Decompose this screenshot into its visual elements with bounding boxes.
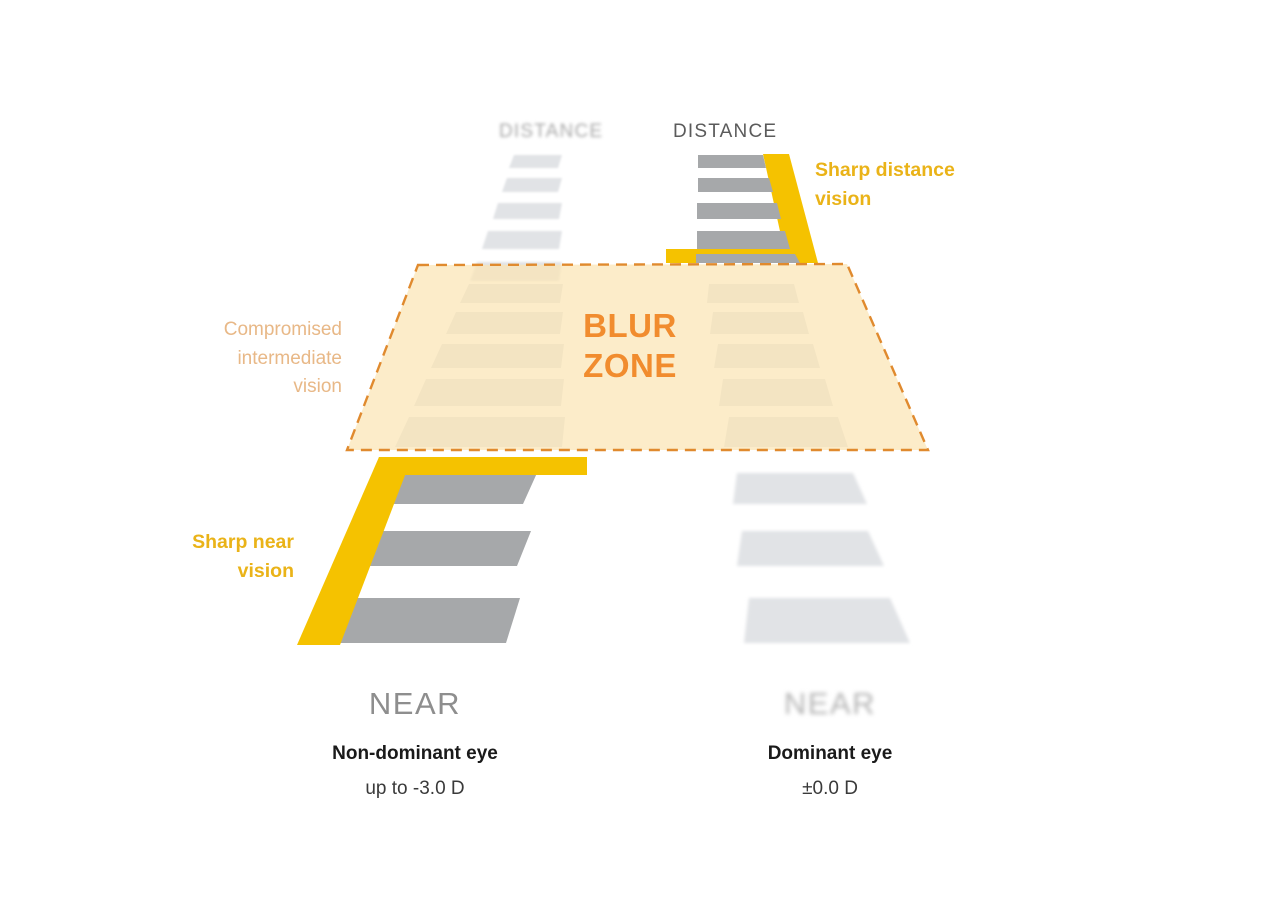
callout-sharp-distance: Sharp distance vision	[815, 156, 1025, 215]
blur-zone-shape	[345, 262, 930, 452]
callout-sharp-near-line1: Sharp near	[192, 531, 294, 553]
callout-compromised-line2: intermediate	[237, 347, 342, 369]
left-road-sharp-near-highlight	[297, 457, 587, 645]
label-blur-zone-line2: ZONE	[583, 347, 677, 385]
caption-right-eye-value: ±0.0 D	[802, 778, 858, 799]
caption-right-eye-title: Dominant eye	[767, 743, 893, 764]
callout-sharp-near-line2: vision	[237, 560, 294, 583]
caption-left-eye-value: up to -3.0 D	[365, 778, 465, 799]
callout-compromised-intermediate: Compromised intermediate vision	[180, 316, 342, 402]
callout-compromised-line3: vision	[293, 376, 342, 397]
left-road-near-stripes	[331, 473, 537, 643]
label-blur-zone-line1: BLUR	[583, 307, 677, 344]
callout-sharp-distance-line2: vision	[815, 188, 872, 211]
label-distance-left: DISTANCE	[499, 121, 604, 142]
caption-left-eye-title: Non-dominant eye	[332, 743, 498, 764]
callout-compromised-line1: Compromised	[223, 319, 342, 340]
callout-sharp-near: Sharp near vision	[118, 528, 294, 587]
right-road-far-stripes	[696, 155, 800, 263]
label-near-left: NEAR	[368, 686, 462, 721]
label-near-right: NEAR	[783, 686, 877, 721]
callout-sharp-distance-line1: Sharp distance	[815, 159, 955, 181]
right-road-near-stripes	[733, 473, 910, 643]
label-distance-right: DISTANCE	[673, 121, 778, 142]
left-road-far-stripes	[470, 155, 562, 281]
